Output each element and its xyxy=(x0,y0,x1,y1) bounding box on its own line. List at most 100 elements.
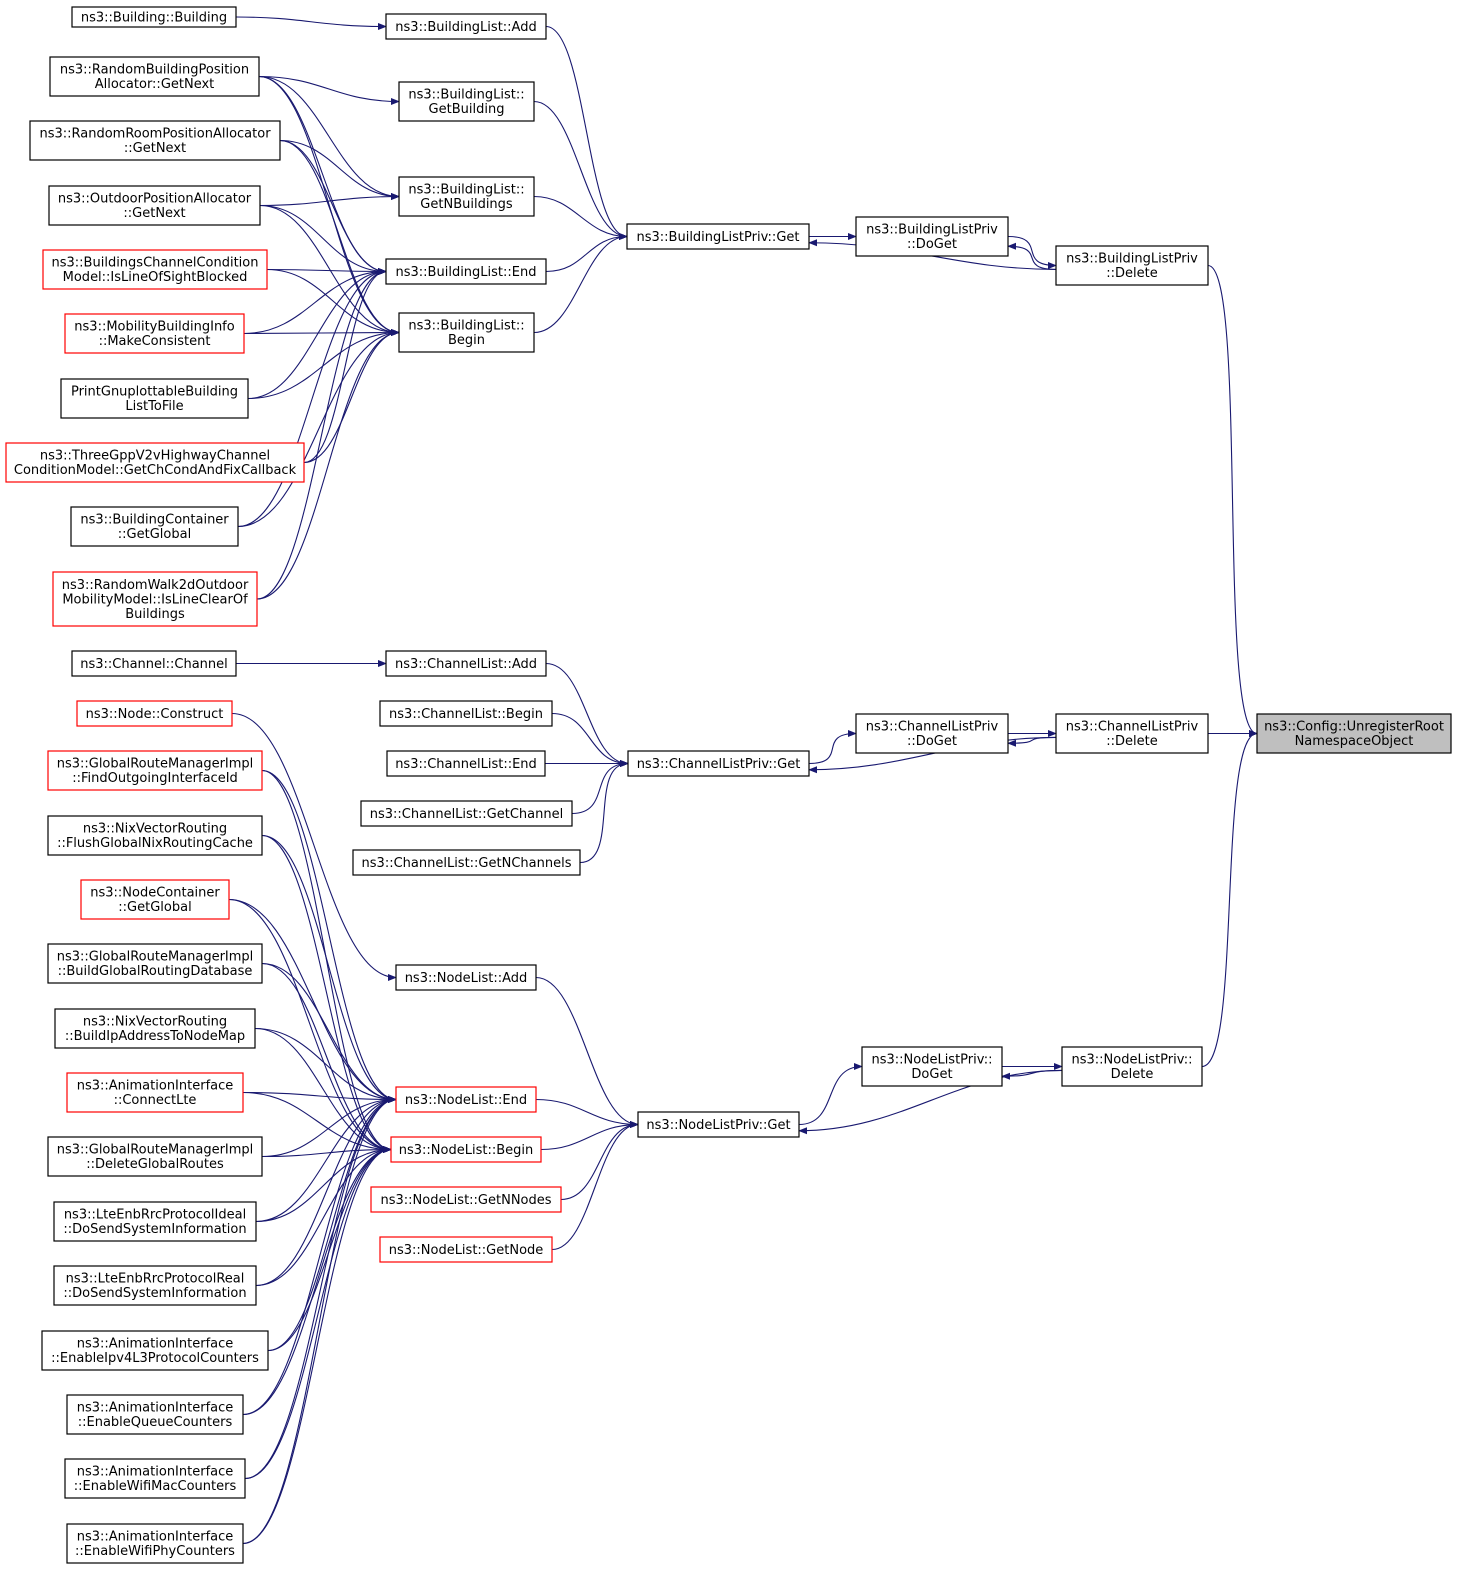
node-ai-queue[interactable]: ns3::AnimationInterface::EnableQueueCoun… xyxy=(66,1394,244,1435)
node-label-line: ns3::AnimationInterface xyxy=(77,1530,234,1545)
node-mbi-consistent[interactable]: ns3::MobilityBuildingInfo::MakeConsisten… xyxy=(64,313,245,354)
node-nlp-get[interactable]: ns3::NodeListPriv::Get xyxy=(637,1111,800,1138)
edge-nl-begin-to-nlp-get xyxy=(540,1120,639,1151)
node-nc-global[interactable]: ns3::NodeContainer::GetGlobal xyxy=(80,879,230,920)
node-label-line: ns3::Building::Building xyxy=(81,10,227,25)
edge-bl-add-to-blp-get xyxy=(545,25,628,241)
node-label-line: ::DoSendSystemInformation xyxy=(63,1222,246,1237)
node-bld-ctor[interactable]: ns3::Building::Building xyxy=(71,6,237,28)
node-box xyxy=(64,313,245,354)
node-bl-getbuilding[interactable]: ns3::BuildingList::GetBuilding xyxy=(398,81,535,122)
node-nix-ipmap[interactable]: ns3::NixVectorRouting::BuildIpAddressToN… xyxy=(54,1008,256,1049)
node-box xyxy=(66,1072,244,1113)
node-nl-end[interactable]: ns3::NodeList::End xyxy=(395,1086,537,1113)
edge-rrpa-next-to-bl-getn xyxy=(279,139,400,201)
node-nlp-delete[interactable]: ns3::NodeListPriv::Delete xyxy=(1061,1046,1203,1087)
node-grm-find[interactable]: ns3::GlobalRouteManagerImpl::FindOutgoin… xyxy=(47,750,263,791)
node-label-line: ns3::Config::UnregisterRoot xyxy=(1264,720,1444,735)
node-cl-end[interactable]: ns3::ChannelList::End xyxy=(386,750,546,777)
node-rbpa-next[interactable]: ns3::RandomBuildingPositionAllocator::Ge… xyxy=(49,56,260,97)
node-label-line: Delete xyxy=(1111,1067,1154,1082)
edge-nlp-get-to-nlp-doget xyxy=(798,1062,863,1126)
node-box xyxy=(861,1046,1003,1087)
node-bl-begin[interactable]: ns3::BuildingList::Begin xyxy=(398,312,535,353)
node-box xyxy=(66,1523,244,1564)
node-box xyxy=(47,815,263,856)
node-ai-connectlte[interactable]: ns3::AnimationInterface::ConnectLte xyxy=(66,1072,244,1113)
node-label-line: ns3::ChannelList::GetNChannels xyxy=(362,856,572,871)
node-blp-get[interactable]: ns3::BuildingListPriv::Get xyxy=(626,223,810,250)
node-ai-ipv4[interactable]: ns3::AnimationInterface::EnableIpv4L3Pro… xyxy=(41,1330,269,1371)
edge-lte-ideal-to-nl-begin xyxy=(255,1145,392,1223)
node-label-line: MobilityModel::IsLineClearOf xyxy=(62,592,248,607)
node-box xyxy=(855,713,1009,754)
node-lte-ideal[interactable]: ns3::LteEnbRrcProtocolIdeal::DoSendSyste… xyxy=(53,1201,257,1242)
edge-mbi-consistent-to-bl-begin xyxy=(243,328,400,337)
node-box xyxy=(76,700,233,727)
node-cl-begin[interactable]: ns3::ChannelList::Begin xyxy=(379,700,553,727)
node-cl-getn[interactable]: ns3::ChannelList::GetNChannels xyxy=(352,849,581,876)
node-label-line: ns3::ChannelListPriv xyxy=(1066,720,1199,735)
node-bccm-los[interactable]: ns3::BuildingsChannelConditionModel::IsL… xyxy=(42,249,268,290)
node-rrpa-next[interactable]: ns3::RandomRoomPositionAllocator::GetNex… xyxy=(29,120,281,161)
edge-rbpa-next-to-bl-getbuilding xyxy=(258,75,400,106)
node-box xyxy=(855,216,1009,257)
node-label-line: Begin xyxy=(448,333,485,348)
edge-bc-global-to-bl-begin xyxy=(237,328,400,528)
node-bl-add[interactable]: ns3::BuildingList::Add xyxy=(385,13,547,40)
node-box xyxy=(1256,713,1452,754)
edge-rbpa-next-to-bl-getn xyxy=(258,75,400,201)
node-ch-ctor[interactable]: ns3::Channel::Channel xyxy=(71,650,237,677)
node-node-construct[interactable]: ns3::Node::Construct xyxy=(76,700,233,727)
node-label-line: ::GetGlobal xyxy=(118,900,191,915)
node-bl-getn[interactable]: ns3::BuildingList::GetNBuildings xyxy=(398,176,535,217)
node-label-line: ns3::BuildingList::Add xyxy=(395,20,536,35)
node-v2v-cond[interactable]: ns3::ThreeGppV2vHighwayChannelConditionM… xyxy=(5,442,305,483)
edge-nc-global-to-nl-begin xyxy=(228,898,392,1154)
node-cl-add[interactable]: ns3::ChannelList::Add xyxy=(385,650,547,677)
node-label-line: ::GetNext xyxy=(124,141,186,156)
node-cl-getchannel[interactable]: ns3::ChannelList::GetChannel xyxy=(360,800,573,827)
node-nlp-doget[interactable]: ns3::NodeListPriv::DoGet xyxy=(861,1046,1003,1087)
node-blp-doget[interactable]: ns3::BuildingListPriv::DoGet xyxy=(855,216,1009,257)
edge-opa-next-to-bl-end xyxy=(259,204,387,276)
node-nl-begin[interactable]: ns3::NodeList::Begin xyxy=(390,1136,542,1163)
node-label-line: ns3::NodeList::GetNNodes xyxy=(380,1193,551,1208)
node-label-line: ns3::GlobalRouteManagerImpl xyxy=(57,757,254,772)
node-nl-getn[interactable]: ns3::NodeList::GetNNodes xyxy=(370,1186,562,1213)
node-label-line: ::EnableQueueCounters xyxy=(78,1415,233,1430)
node-grm-build[interactable]: ns3::GlobalRouteManagerImpl::BuildGlobal… xyxy=(47,943,263,984)
edge-nix-flush-to-nl-end xyxy=(261,834,397,1104)
node-nl-add[interactable]: ns3::NodeList::Add xyxy=(395,964,537,991)
node-bl-end[interactable]: ns3::BuildingList::End xyxy=(385,258,547,285)
node-lte-real[interactable]: ns3::LteEnbRrcProtocolReal::DoSendSystem… xyxy=(53,1265,257,1306)
node-box xyxy=(47,1136,263,1177)
node-clp-doget[interactable]: ns3::ChannelListPriv::DoGet xyxy=(855,713,1009,754)
node-box xyxy=(627,750,810,777)
node-label-line: DoGet xyxy=(911,1067,952,1082)
edge-rbpa-next-to-bl-end xyxy=(258,75,387,276)
node-blp-delete[interactable]: ns3::BuildingListPriv::Delete xyxy=(1055,245,1209,286)
node-bc-global[interactable]: ns3::BuildingContainer::GetGlobal xyxy=(70,506,239,547)
node-label-line: ns3::BuildingListPriv xyxy=(1066,252,1198,267)
node-grm-delete[interactable]: ns3::GlobalRouteManagerImpl::DeleteGloba… xyxy=(47,1136,263,1177)
node-ai-wifiphy[interactable]: ns3::AnimationInterface::EnableWifiPhyCo… xyxy=(66,1523,244,1564)
node-label-line: ::DoSendSystemInformation xyxy=(63,1286,246,1301)
node-box xyxy=(41,1330,269,1371)
edge-lte-real-to-nl-end xyxy=(255,1095,397,1287)
node-label-line: ns3::ChannelList::End xyxy=(395,757,537,772)
node-nl-getnode[interactable]: ns3::NodeList::GetNode xyxy=(379,1236,553,1263)
node-box xyxy=(395,964,537,991)
node-nix-flush[interactable]: ns3::NixVectorRouting::FlushGlobalNixRou… xyxy=(47,815,263,856)
node-label-line: ns3::NodeListPriv::Get xyxy=(646,1118,790,1133)
node-ai-wifimac[interactable]: ns3::AnimationInterface::EnableWifiMacCo… xyxy=(64,1458,246,1499)
node-clp-get[interactable]: ns3::ChannelListPriv::Get xyxy=(627,750,810,777)
node-opa-next[interactable]: ns3::OutdoorPositionAllocator::GetNext xyxy=(48,185,261,226)
edge-grm-delete-to-nl-end xyxy=(261,1095,397,1158)
edge-opa-next-to-bl-getn xyxy=(259,192,400,207)
node-root[interactable]: ns3::Config::UnregisterRootNamespaceObje… xyxy=(1256,713,1452,754)
node-rw2d-clear[interactable]: ns3::RandomWalk2dOutdoorMobilityModel::I… xyxy=(52,571,258,627)
node-clp-delete[interactable]: ns3::ChannelListPriv::Delete xyxy=(1055,713,1209,754)
node-label-line: ns3::BuildingList:: xyxy=(408,183,524,198)
